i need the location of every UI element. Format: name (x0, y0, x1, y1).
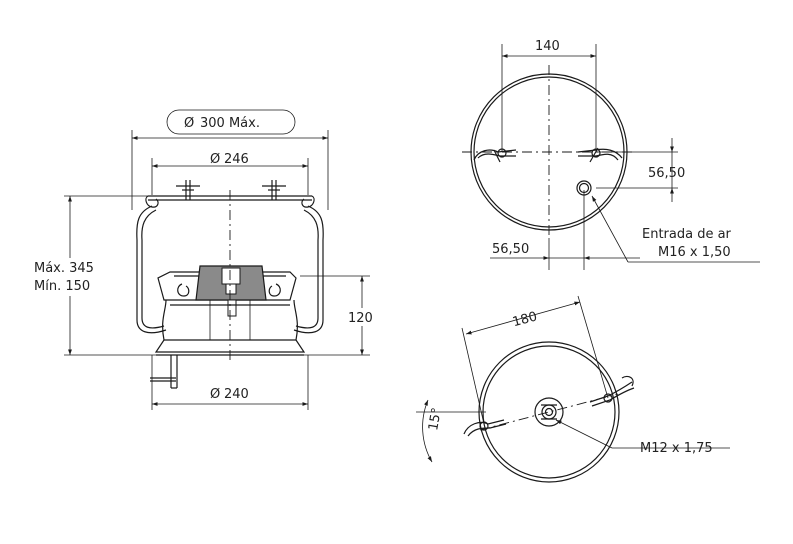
stud-clip-left (463, 419, 507, 437)
diameter-symbol: Ø (210, 387, 220, 402)
diameter-symbol: Ø (184, 116, 194, 131)
air-inlet-port (576, 180, 592, 196)
top-view: 140 56,50 56,50 Entrada de ar M16 x 1,50 (462, 39, 760, 270)
mounting-stud (176, 180, 200, 200)
offset-right-label: 56,50 (648, 166, 685, 181)
diameter-bottom-label: 240 (224, 387, 249, 402)
side-view: Ø 300 Máx. Ø 246 Ø 240 Máx. 345 Mín. 150… (30, 109, 376, 410)
bolt-thread-label: M12 x 1,75 (640, 441, 713, 456)
center-bolt-boss (534, 397, 564, 427)
air-inlet-label: Entrada de ar (642, 227, 732, 242)
diameter-max-frame (166, 109, 296, 135)
piston-head (157, 271, 297, 301)
air-inlet-thread-label: M16 x 1,50 (658, 245, 731, 260)
stud-spacing-bottom-label: 180 (511, 309, 539, 330)
diameter-top-label: 246 (224, 152, 249, 167)
angle-label: 15° (426, 407, 445, 432)
height-max-label: Máx. 345 (34, 261, 94, 276)
piston-height-label: 120 (348, 311, 373, 326)
bottom-view: 180 15° M12 x 1,75 (416, 295, 730, 483)
bellows-left (136, 205, 167, 334)
mounting-stud (262, 180, 286, 200)
offset-bottom-label: 56,50 (492, 242, 529, 257)
diameter-symbol: Ø (210, 152, 220, 167)
stud-clip-right (589, 375, 635, 407)
stud-spacing-top-label: 140 (535, 39, 560, 54)
stud-clip-left (473, 148, 517, 163)
height-min-label: Mín. 150 (34, 279, 90, 294)
stud-clip-right (577, 147, 623, 163)
diameter-max-label: 300 Máx. (200, 116, 260, 131)
bottom-stud (150, 355, 178, 389)
bellows-right (293, 205, 324, 334)
